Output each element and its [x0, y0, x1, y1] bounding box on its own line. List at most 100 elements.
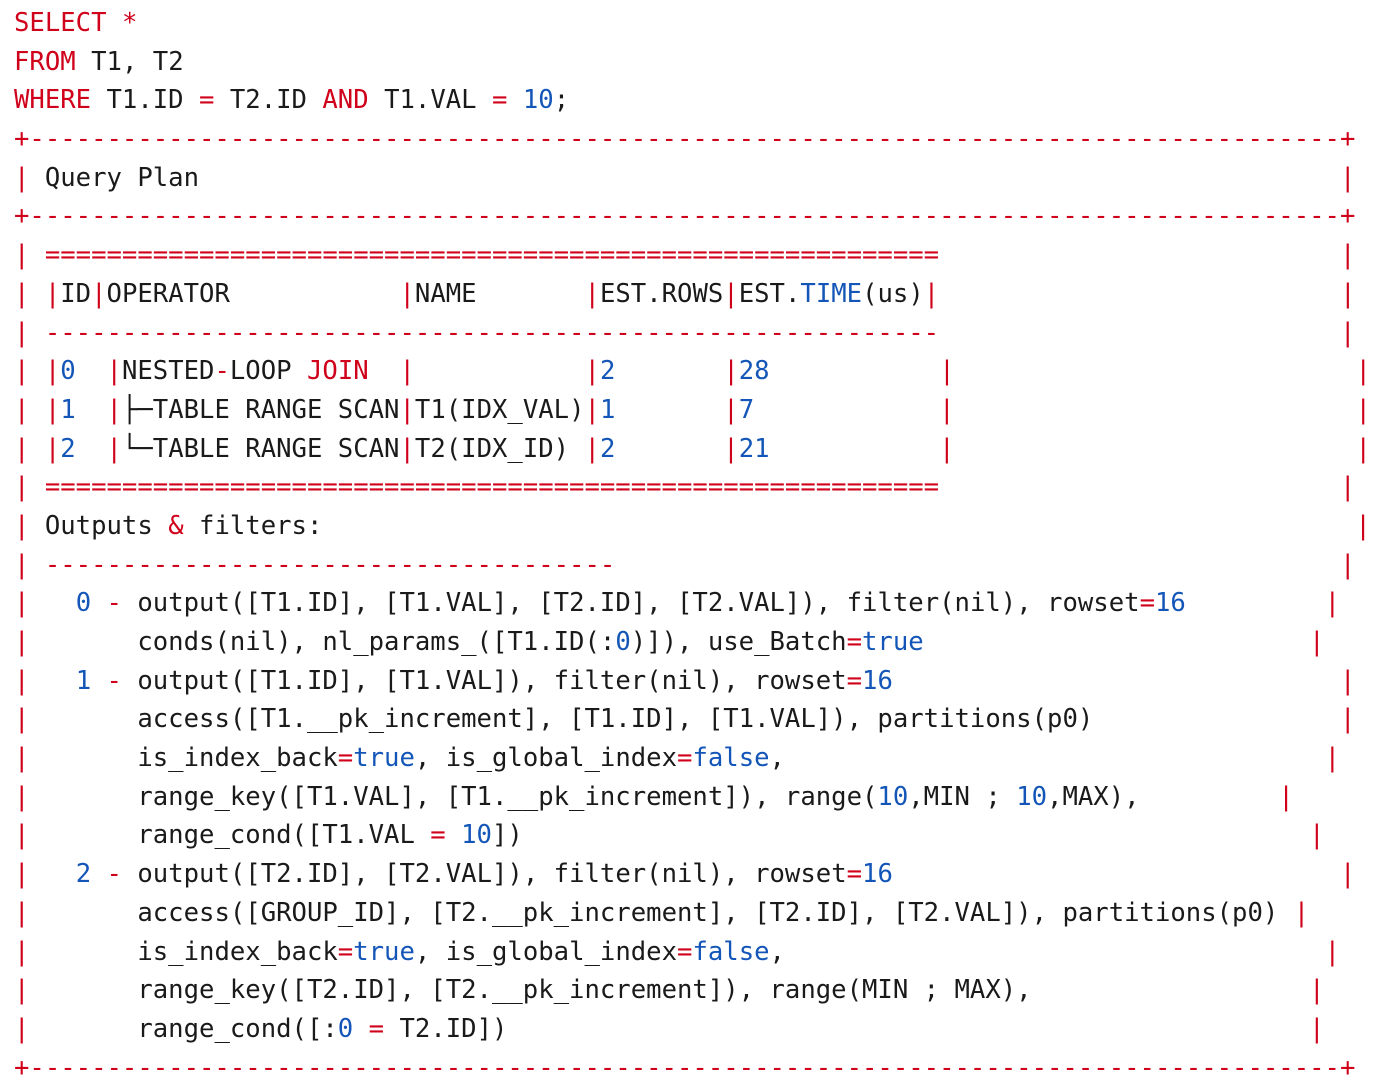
- plain-text: T1.ID: [91, 85, 200, 116]
- plain-text: ├─TABLE RANGE SCAN: [121, 394, 400, 425]
- number-literal: true: [862, 627, 924, 657]
- code-line: | conds(nil), nl_params_([T1.ID(:0)]), u…: [14, 623, 1371, 662]
- code-line: | 2 - output([T2.ID], [T2.VAL]), filter(…: [14, 855, 1371, 894]
- plain-text: [369, 356, 400, 386]
- number-literal: 10: [522, 85, 554, 116]
- table-border: |: [14, 897, 30, 928]
- number-literal: 28: [738, 356, 770, 387]
- number-literal: 10: [877, 781, 909, 812]
- plain-text: conds(nil), nl_params_([T1.ID(:: [29, 627, 616, 657]
- table-border: |: [1355, 394, 1371, 425]
- code-line: | range_key([T1.VAL], [T1.__pk_increment…: [14, 778, 1371, 817]
- plain-text: [107, 8, 122, 38]
- operator-symbol: =: [368, 1013, 385, 1044]
- number-literal: 21: [738, 433, 770, 464]
- table-border: |: [14, 820, 30, 851]
- code-line: | 1 - output([T1.ID], [T1.VAL]), filter(…: [14, 662, 1371, 701]
- plain-text: OPERATOR: [106, 278, 400, 309]
- table-border: |: [14, 588, 30, 619]
- table-border: |: [1355, 510, 1371, 541]
- table-border: |: [14, 859, 30, 890]
- number-literal: 1: [75, 665, 92, 696]
- plain-text: NESTED: [121, 356, 215, 387]
- plain-text: [893, 859, 1340, 889]
- table-border: |: [1309, 820, 1325, 851]
- table-border: |: [14, 781, 30, 812]
- operator-symbol: &: [168, 510, 184, 541]
- sql-keyword: WHERE: [14, 85, 92, 116]
- plain-text: [507, 85, 522, 115]
- plain-text: [29, 666, 75, 696]
- table-border: |: [1309, 1013, 1325, 1044]
- operator-symbol: -: [106, 588, 122, 619]
- code-line: | range_cond([:0 = T2.ID]) |: [14, 1010, 1371, 1049]
- plain-text: T2.ID: [214, 85, 323, 116]
- number-literal: 10: [461, 820, 492, 851]
- plain-text: , is_global_index: [414, 936, 678, 967]
- number-literal: 1: [60, 394, 76, 425]
- table-border: |: [723, 433, 739, 464]
- plain-text: access([GROUP_ID], [T2.__pk_increment], …: [29, 897, 1294, 928]
- plain-text: ,MAX),: [1047, 781, 1279, 812]
- plain-text: [91, 666, 106, 696]
- table-border: +---------------------------------------…: [14, 124, 1356, 155]
- plain-text: [955, 356, 1356, 386]
- operator-symbol: =: [846, 665, 863, 696]
- code-line: | ======================================…: [14, 236, 1371, 275]
- table-border: |: [723, 356, 739, 387]
- plain-text: [955, 434, 1356, 464]
- number-literal: 2: [599, 433, 616, 464]
- table-border: |: [939, 433, 955, 464]
- plain-text: [29, 588, 75, 618]
- table-border: |: [14, 665, 30, 696]
- table-border: | ------------------------------------- …: [14, 549, 1356, 580]
- plain-text: [893, 666, 1340, 696]
- plain-text: [29, 859, 75, 889]
- table-border: |: [1278, 781, 1294, 812]
- plain-text: [615, 434, 723, 464]
- table-border: |: [1293, 897, 1310, 928]
- plain-text: access([T1.__pk_increment], [T1.ID], [T1…: [29, 704, 1340, 735]
- plain-text: [415, 356, 585, 386]
- table-border: |: [923, 278, 940, 309]
- operator-symbol: *: [121, 8, 138, 38]
- table-border: |: [106, 356, 122, 387]
- number-literal: true: [353, 743, 415, 774]
- table-border: |: [399, 278, 415, 309]
- code-line: | is_index_back=true, is_global_index=fa…: [14, 739, 1371, 778]
- code-line: | Query Plan |: [14, 159, 1371, 198]
- operator-symbol: =: [337, 936, 354, 967]
- number-literal: 0: [337, 1013, 354, 1044]
- plain-text: output([T2.ID], [T2.VAL]), filter(nil), …: [121, 859, 847, 890]
- operator-symbol: =: [846, 859, 863, 890]
- table-border: |: [939, 356, 955, 387]
- number-literal: 2: [599, 356, 616, 387]
- code-line: | ======================================…: [14, 468, 1371, 507]
- operator-symbol: =: [846, 627, 863, 657]
- table-border: |: [14, 975, 30, 1006]
- table-border: |: [939, 394, 955, 425]
- code-line: | |ID|OPERATOR |NAME |EST.ROWS|EST.TIME(…: [14, 275, 1371, 314]
- number-literal: 0: [75, 588, 92, 619]
- table-border: |: [1340, 665, 1356, 696]
- number-literal: 16: [862, 665, 893, 696]
- table-border: |: [14, 627, 30, 657]
- table-border: |: [1340, 859, 1356, 890]
- table-border: |: [1309, 627, 1325, 657]
- code-line: SELECT *: [14, 4, 1371, 43]
- plain-text: output([T1.ID], [T1.VAL]), filter(nil), …: [121, 665, 847, 696]
- number-literal: 0: [60, 356, 76, 387]
- plain-text: LOOP: [229, 356, 307, 387]
- plain-text: [615, 356, 723, 386]
- number-literal: 2: [75, 859, 92, 890]
- table-border: | --------------------------------------…: [14, 317, 1356, 348]
- table-border: |: [1355, 433, 1371, 464]
- plain-text: output([T1.ID], [T1.VAL], [T2.ID], [T2.V…: [121, 588, 1140, 619]
- number-literal: 16: [1154, 588, 1186, 619]
- table-border: |: [584, 433, 600, 464]
- operator-symbol: -: [106, 859, 122, 890]
- number-literal: 0: [615, 627, 631, 657]
- number-literal: TIME: [800, 278, 863, 309]
- number-literal: 10: [1016, 781, 1048, 812]
